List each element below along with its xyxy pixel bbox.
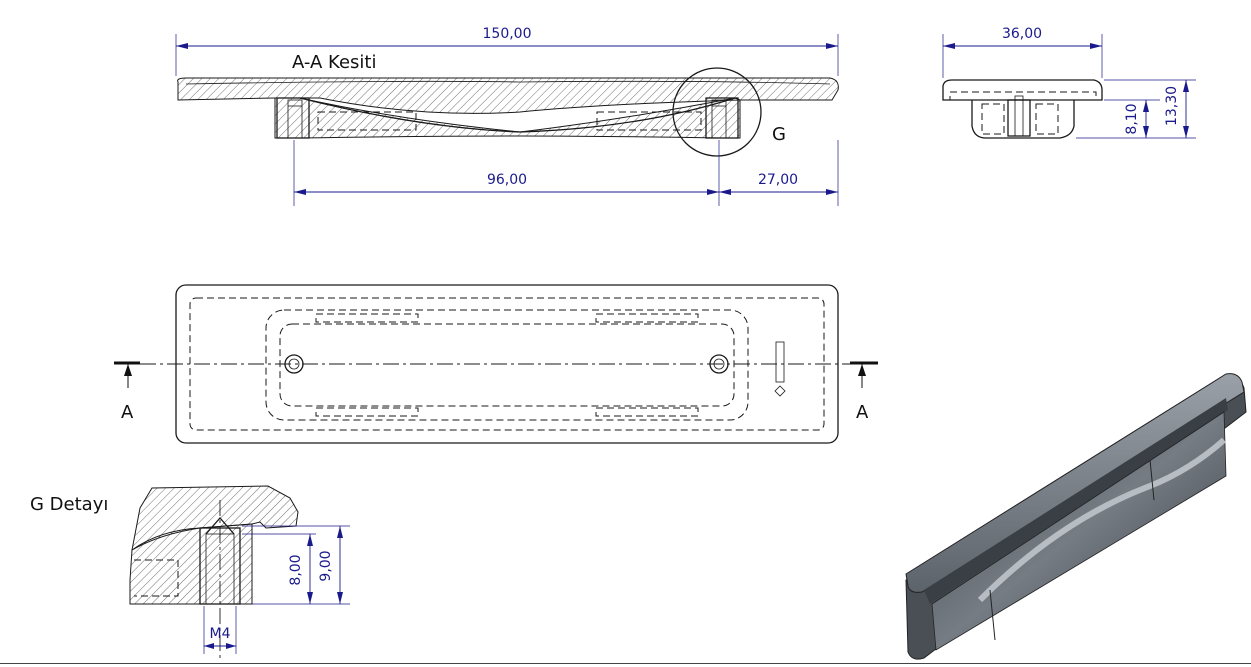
dim-hole-spacing	[293, 140, 839, 206]
detail-marker-g: G	[772, 124, 786, 145]
dim-text-width: 36,00	[1002, 26, 1042, 42]
section-title: A-A Kesiti	[292, 52, 376, 73]
top-view	[114, 284, 878, 444]
dim-text-height-body: 8,10	[1124, 103, 1140, 134]
dim-text-thread: M4	[210, 626, 231, 642]
dim-text-overall-length: 150,00	[483, 26, 532, 42]
brand-mark	[774, 341, 786, 397]
cut-label-right: A	[856, 402, 869, 423]
dim-text-hole-spacing: 96,00	[487, 172, 527, 188]
detail-view-g	[129, 485, 299, 660]
side-view	[942, 79, 1103, 139]
detail-title: G Detayı	[30, 494, 108, 515]
dim-text-end-offset: 27,00	[758, 172, 798, 188]
frame-bottom-border	[0, 663, 1251, 664]
dim-text-height-total: 13,30	[1164, 86, 1180, 126]
section-view-a-a	[177, 67, 839, 157]
dim-text-detail-outer: 9,00	[318, 550, 334, 581]
dim-detail	[203, 525, 350, 654]
dim-overall-length	[175, 34, 839, 76]
dim-text-detail-inner: 8,00	[288, 554, 304, 585]
cut-label-left: A	[121, 402, 134, 423]
product-render	[905, 373, 1247, 660]
dim-width	[942, 34, 1103, 78]
dim-heights	[1076, 79, 1196, 139]
